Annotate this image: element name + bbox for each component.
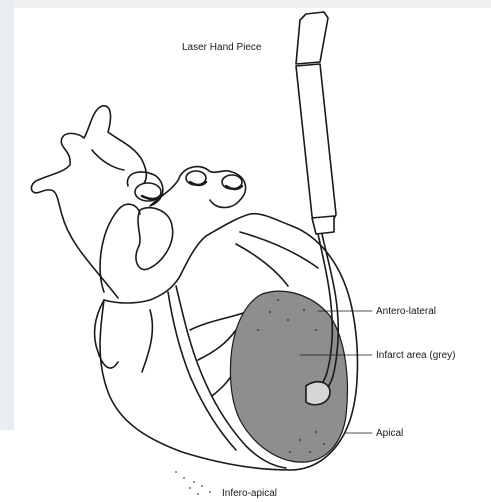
coronary-artery-parallel <box>168 292 236 450</box>
right-atrium <box>100 204 140 292</box>
coronary-branch-5 <box>240 232 318 268</box>
coronary-branch-6 <box>236 244 288 286</box>
aorta-inner <box>92 150 124 170</box>
label-infero-apical: Infero-apical <box>222 488 277 499</box>
probe-contact-tip <box>306 382 330 405</box>
infero-apical-dots <box>175 471 211 495</box>
atrial-appendage <box>136 208 173 270</box>
label-infarct-area: Infarct area (grey) <box>376 350 455 361</box>
laser-hand-piece-collar <box>312 216 334 234</box>
coronary-branch-4 <box>142 310 152 372</box>
aorta <box>31 106 146 298</box>
laser-hand-piece-tip <box>296 12 328 64</box>
infarct-area <box>230 291 347 462</box>
coronary-branch-2 <box>198 330 236 360</box>
label-apical: Apical <box>376 428 403 439</box>
heart-right-border <box>95 300 118 368</box>
label-laser-hand-piece: Laser Hand Piece <box>182 42 262 53</box>
label-antero-lateral: Antero-lateral <box>376 306 436 317</box>
laser-hand-piece-shaft <box>296 64 336 221</box>
